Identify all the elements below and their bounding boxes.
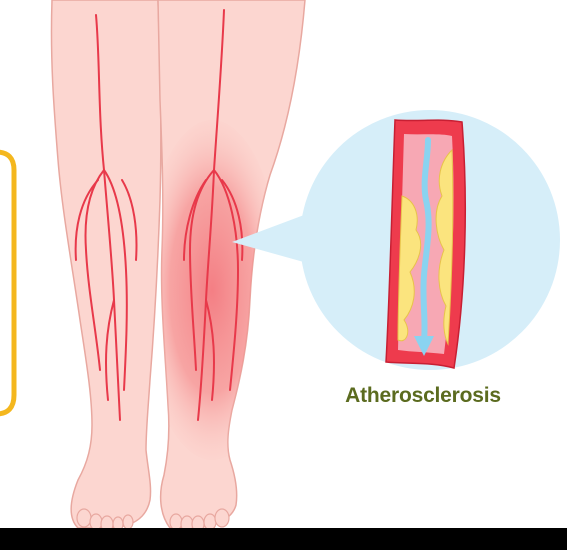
artery-illustration [386,120,465,368]
right-leg [142,0,305,532]
condition-caption: Atherosclerosis [318,384,528,408]
side-panel-edge [0,152,14,414]
bottom-bar [0,528,567,550]
left-leg [51,0,160,532]
